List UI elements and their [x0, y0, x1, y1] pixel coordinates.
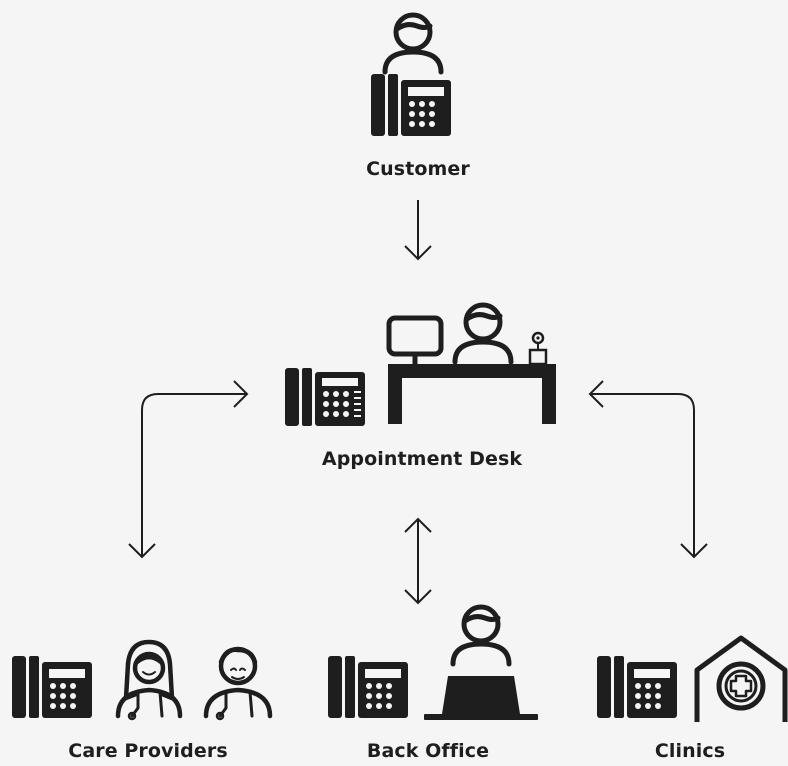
desk-phone-icon: [12, 656, 92, 718]
arrow-desk-care-providers: [128, 380, 249, 558]
clinic-building-icon: [694, 635, 788, 722]
desk-phone-icon: [285, 368, 365, 426]
person-at-laptop-icon: [424, 607, 538, 720]
care-providers-node: [12, 639, 273, 721]
person-icon: [455, 305, 511, 362]
desk-phone-icon: [328, 656, 408, 718]
clinics-label: Clinics: [654, 740, 726, 762]
computer-monitor-icon: [386, 315, 444, 364]
desk-phone-icon: [597, 656, 677, 718]
appointment-desk-label: Appointment Desk: [321, 448, 523, 470]
male-doctor-icon: [203, 646, 273, 721]
desk-phone-icon: [371, 74, 451, 136]
flower-pot-icon: [528, 331, 548, 366]
arrow-customer-to-desk: [404, 200, 432, 260]
female-doctor-icon: [115, 639, 183, 721]
customer-node: [371, 15, 451, 136]
customer-label: Customer: [366, 158, 470, 180]
back-office-label: Back Office: [366, 740, 490, 762]
back-office-node: [328, 607, 538, 720]
desk-icon: [388, 364, 556, 424]
care-providers-label: Care Providers: [68, 740, 228, 762]
person-icon: [385, 15, 441, 72]
arrow-desk-clinics: [588, 380, 708, 558]
appointment-desk-node: [285, 305, 556, 426]
arrow-desk-back-office: [404, 518, 432, 604]
clinics-node: [597, 635, 788, 722]
